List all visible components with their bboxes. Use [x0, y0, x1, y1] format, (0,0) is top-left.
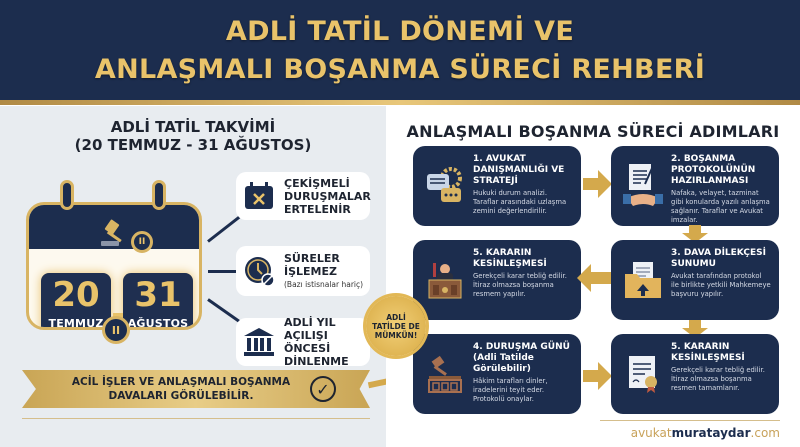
header-divider — [0, 100, 800, 105]
folder-upload-icon — [619, 248, 667, 312]
courthouse-icon — [242, 325, 276, 359]
footer-part: avukat — [630, 426, 672, 440]
checkmark-icon: ✓ — [310, 376, 336, 402]
step-title: 5. KARARIN KESİNLEŞMESİ — [671, 342, 745, 363]
calendar-ring-right — [152, 180, 166, 210]
pause-icon: II — [131, 231, 153, 253]
urgent-matters-banner: ACİL İŞLER VE ANLAŞMALI BOŞANMA DAVALARI… — [22, 370, 370, 408]
step-5-finalization-b: 5. KARARIN KESİNLEŞMESİ Gerekçeli karar … — [611, 334, 779, 414]
info-subtext: (Bazı istisnalar hariç) — [284, 279, 364, 289]
banner-line: DAVALARI GÖRÜLEBİLİR. — [108, 390, 254, 402]
possible-during-holiday-seal: ADLİ TATİLDE DE MÜMKÜN! — [366, 296, 426, 356]
calendar-graphic: II 20 TEMMUZ 31 AĞUSTOS II — [24, 180, 204, 344]
step-desc: Avukat tarafından protokol ile birlikte … — [671, 272, 771, 298]
start-day: 20 — [52, 275, 100, 315]
info-rest-period: ADLİ YIL AÇILIŞI ÖNCESİ DİNLENME — [236, 316, 370, 368]
judge-bench-icon — [421, 248, 469, 312]
title-line-2: ANLAŞMALI BOŞANMA SÜRECİ REHBERİ — [94, 53, 706, 85]
footer-part: .com — [750, 426, 780, 440]
step-3-petition: 3. DAVA DİLEKÇESİ SUNUMU Avukat tarafınd… — [611, 240, 779, 320]
seal-line: MÜMKÜN! — [374, 330, 418, 340]
step-title: 5. KARARIN KESİNLEŞMESİ — [473, 248, 547, 269]
arrow-step2-to-3-head — [682, 233, 708, 243]
certificate-icon — [619, 342, 667, 406]
step-2-protocol: 2. BOŞANMA PROTOKOLÜNÜN HAZIRLANMASI Naf… — [611, 146, 779, 226]
step-5-finalization-a: 5. KARARIN KESİNLEŞMESİ Gerekçeli karar … — [413, 240, 581, 320]
footer-divider — [600, 420, 780, 421]
info-line: ÖNCESİ — [284, 342, 331, 355]
end-date-box: 31 AĞUSTOS — [123, 273, 193, 330]
info-postponed-hearings: ÇEKİŞMELİ DURUŞMALAR ERTELENİR — [236, 172, 371, 220]
info-line: ÇEKİŞMELİ — [284, 176, 350, 190]
end-day: 31 — [134, 275, 182, 315]
document-handshake-icon — [619, 154, 667, 218]
info-line: İŞLEMEZ — [284, 264, 337, 278]
calendar-section-title: ADLİ TATİL TAKVİMİ (20 TEMMUZ - 31 AĞUST… — [0, 118, 386, 154]
info-line: DURUŞMALAR — [284, 189, 371, 203]
banner-line: ACİL İŞLER VE ANLAŞMALI BOŞANMA — [71, 376, 291, 388]
step-desc: Hâkim tarafları dinler, iradelerini teyi… — [473, 377, 548, 403]
footer-part: murataydar — [671, 426, 751, 440]
calendar-x-icon — [242, 179, 276, 213]
gavel-bench-icon — [421, 342, 469, 406]
step-title: 2. BOŞANMA PROTOKOLÜNÜN HAZIRLANMASI — [671, 154, 756, 186]
info-line: ADLİ YIL AÇILIŞI — [284, 316, 336, 342]
title-line-1: ADLİ TATİL DÖNEMİ VE — [225, 15, 575, 47]
chat-gear-icon — [421, 154, 469, 218]
step-4-hearing: 4. DURUŞMA GÜNÜ (Adli Tatilde Görülebili… — [413, 334, 581, 414]
start-date-box: 20 TEMMUZ — [41, 273, 111, 330]
end-month: AĞUSTOS — [127, 317, 189, 330]
step-1-consultation: 1. AVUKAT DANIŞMANLIĞI VE STRATEJİ Hukuk… — [413, 146, 581, 226]
calendar-body: II 20 TEMMUZ 31 AĞUSTOS — [26, 202, 202, 330]
step-desc: Nafaka, velayet, tazminat gibi konularda… — [671, 189, 770, 224]
clock-icon — [242, 254, 276, 288]
info-line: ERTELENİR — [284, 202, 351, 216]
step-title: 1. AVUKAT DANIŞMANLIĞI VE STRATEJİ — [473, 154, 565, 186]
pause-icon-bottom: II — [102, 316, 130, 344]
gavel-icon — [99, 219, 129, 247]
website-link[interactable]: avukatmurataydar.com — [631, 426, 780, 440]
arrow-step3-to-5b-head — [682, 328, 708, 338]
info-line: DİNLENME — [284, 355, 349, 368]
step-desc: Hukuki durum analizi. Taraflar arasındak… — [473, 189, 567, 215]
calendar-ring-left — [60, 180, 74, 210]
step-desc: Gerekçeli karar tebliğ edilir. İtiraz ol… — [671, 366, 765, 392]
arrow-to-deadlines — [208, 270, 238, 273]
seal-line: ADLİ — [386, 312, 406, 322]
seal-line: TATİLDE DE — [372, 321, 420, 331]
header: ADLİ TATİL DÖNEMİ VE ANLAŞMALI BOŞANMA S… — [0, 0, 800, 105]
steps-title: ANLAŞMALI BOŞANMA SÜRECİ ADIMLARI — [406, 122, 780, 141]
calendar-title: ADLİ TATİL TAKVİMİ — [110, 118, 276, 136]
step-desc: Gerekçeli karar tebliğ edilir. İtiraz ol… — [473, 272, 567, 298]
info-deadlines: SÜRELER İŞLEMEZ (Bazı istisnalar hariç) — [236, 246, 370, 296]
left-divider — [22, 418, 370, 419]
info-line: SÜRELER — [284, 251, 340, 265]
step-title: 3. DAVA DİLEKÇESİ SUNUMU — [671, 248, 766, 269]
arrow-step3-to-5 — [590, 272, 612, 284]
start-month: TEMMUZ — [48, 317, 104, 330]
step-title: 4. DURUŞMA GÜNÜ (Adli Tatilde Görülebili… — [473, 342, 570, 374]
calendar-date-range: (20 TEMMUZ - 31 AĞUSTOS) — [74, 136, 312, 154]
